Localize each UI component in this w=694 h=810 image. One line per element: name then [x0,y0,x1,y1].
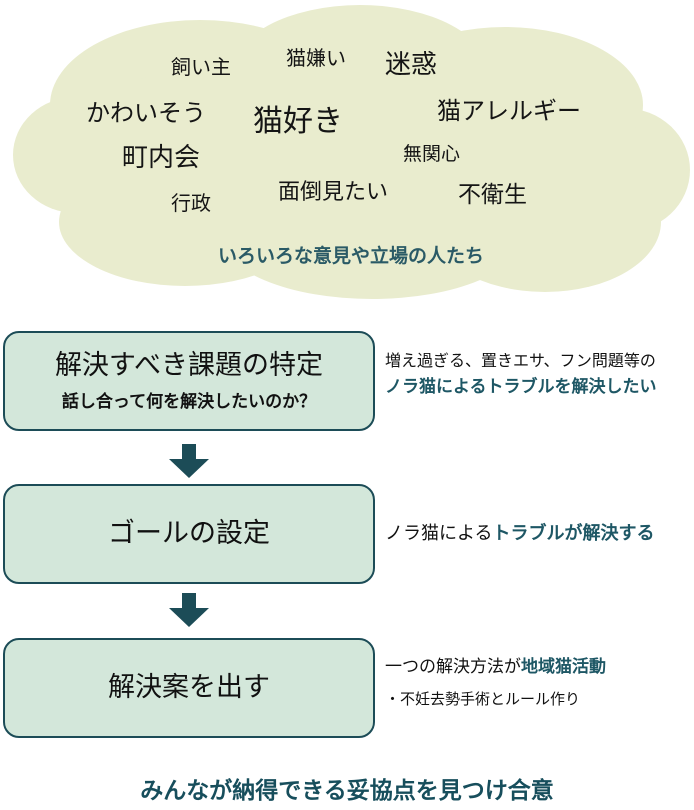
cloud-word: 町内会 [122,143,201,173]
cloud-word: 猫アレルギー [437,97,581,125]
step-box-set-goal: ゴールの設定 [3,484,375,584]
cloud-word: 面倒見たい [278,180,389,205]
arrow-stem [182,593,196,608]
note-highlight-text: ノラ猫によるトラブルを解決したい [385,376,657,397]
note-sub-text: ・不妊去勢手術とルール作り [385,690,581,709]
step-title: 解決すべき課題の特定 [54,350,324,382]
cloud-word: かわいそう [86,99,206,127]
step-box-identify-problem: 解決すべき課題の特定 話し合って何を解決したいのか？ [3,331,375,431]
step-subtitle: 話し合って何を解決したいのか？ [61,391,317,412]
note-highlight-text: 地域猫活動 [521,657,606,677]
cloud-word: 飼い主 [171,55,231,79]
down-arrow [169,593,209,627]
cloud-shape [13,5,690,299]
note-plain-text: ノラ猫による [385,523,493,544]
cloud-word: 迷惑 [385,50,438,80]
down-arrow [169,444,209,478]
step-note-2: ノラ猫によるトラブルが解決する [385,520,690,548]
arrow-head [169,459,209,478]
note-highlight-text: トラブルが解決する [492,523,655,544]
arrow-stem [182,444,196,459]
step-title: 解決案を出す [108,672,270,704]
cloud-word: 猫好き [253,104,343,139]
footer-conclusion: みんなが納得できる妥協点を見つけ合意 [140,778,554,804]
cloud-word: 猫嫌い [286,46,346,70]
note-plain-text: 一つの解決方法が [385,657,521,677]
cloud-word: 無関心 [403,143,461,165]
arrow-head [169,608,209,627]
step-title: ゴールの設定 [108,518,270,550]
cloud-word: 不衛生 [458,182,527,208]
step-box-propose-solutions: 解決案を出す [3,638,375,738]
step-note-3: 一つの解決方法が地域猫活動 ・不妊去勢手術とルール作り [385,654,690,712]
note-plain-text: 増え過ぎる、置きエサ、フン問題等の [385,351,656,370]
cloud-word: 行政 [171,191,211,215]
step-note-1: 増え過ぎる、置きエサ、フン問題等の ノラ猫によるトラブルを解決したい [385,349,690,400]
cloud-caption: いろいろな意見や立場の人たち [218,245,485,267]
